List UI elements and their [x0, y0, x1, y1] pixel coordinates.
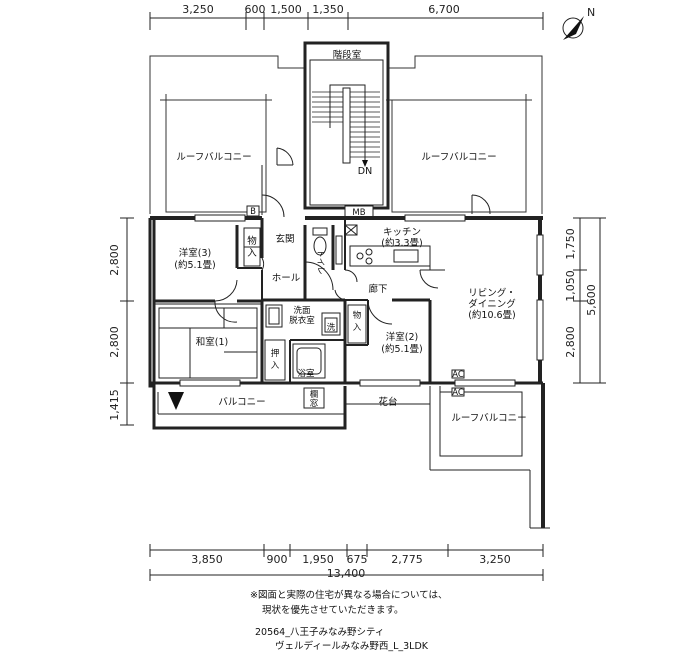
japanese-room-detail	[158, 307, 258, 379]
top-dim-5: 6,700	[428, 3, 460, 16]
top-dimension-line	[149, 12, 544, 30]
right-dim-1: 1,750	[564, 228, 577, 260]
label-b: B	[250, 207, 256, 217]
top-dim-2: 600	[245, 3, 266, 16]
label-roof-balcony-lower: ルーフバルコニー	[451, 413, 526, 424]
left-dim-1: 2,800	[108, 244, 121, 276]
label-hall: ホール	[272, 273, 301, 284]
compass-icon	[562, 16, 584, 40]
label-wash: 洗	[327, 322, 336, 333]
label-ac2: AC	[452, 388, 464, 398]
label-dn: DN	[358, 166, 372, 177]
label-japanese: 和室(1)	[196, 336, 228, 348]
label-western3-name: 洋室(3)	[179, 247, 211, 259]
left-dim-2: 2,800	[108, 326, 121, 358]
roof-balcony-lower	[430, 383, 550, 529]
label-window1: 欄	[310, 389, 319, 400]
ac-box-1	[451, 369, 465, 379]
label-kitchen-name: キッチン	[383, 227, 421, 238]
label-storage2b: 入	[353, 323, 362, 333]
caption-line1: 20564_八王子みなみ野シティ	[255, 627, 385, 638]
bottom-dim-4: 675	[347, 553, 368, 566]
label-balcony: バルコニー	[218, 397, 265, 408]
toilet-fixture	[304, 227, 343, 291]
roof-balcony-right	[386, 55, 543, 214]
roof-balcony-left	[149, 55, 305, 214]
label-western3-size: (約5.1畳)	[174, 259, 216, 271]
ac-box-2	[451, 387, 465, 397]
label-storage2: 物	[353, 310, 362, 321]
bottom-dim-1: 3,850	[191, 553, 223, 566]
label-kitchen-size: (約3.3畳)	[381, 237, 423, 249]
label-toilet: トイレ	[315, 249, 325, 275]
label-western2-size: (約5.1畳)	[381, 343, 423, 355]
bottom-dim-6: 3,250	[479, 553, 511, 566]
right-dim-total: 5,600	[585, 284, 598, 316]
lower-balcony	[152, 386, 431, 470]
label-living-name1: リビング・	[468, 287, 516, 299]
left-dim-3: 1,415	[108, 389, 121, 421]
label-roof-balcony-right: ルーフバルコニー	[421, 152, 496, 163]
top-dim-4: 1,350	[312, 3, 344, 16]
label-storage1b: 入	[247, 248, 257, 259]
label-western2-name: 洋室(2)	[386, 331, 418, 343]
label-ac1: AC	[452, 370, 464, 380]
label-roof-balcony-left: ルーフバルコニー	[176, 152, 251, 163]
bottom-dimension-line	[149, 544, 544, 581]
stair-arrow-icon	[362, 160, 368, 167]
right-dim-3: 2,800	[564, 326, 577, 358]
stairwell	[303, 41, 390, 210]
washroom-fixtures	[265, 304, 341, 379]
label-living-size: (約10.6畳)	[468, 309, 516, 321]
label-window2: 窓	[310, 398, 319, 409]
compass-label: N	[587, 6, 595, 19]
closets	[243, 227, 367, 381]
label-oshiire2: 入	[271, 361, 280, 371]
bottom-dim-total: 13,400	[327, 567, 366, 580]
label-stair: 階段室	[333, 49, 362, 61]
bottom-dim-5: 2,775	[391, 553, 423, 566]
label-corridor: 廊下	[368, 283, 387, 295]
label-washroom2: 脱衣室	[289, 315, 315, 326]
label-living-name2: ダイニング	[468, 298, 516, 310]
label-storage1: 物	[247, 235, 257, 247]
label-entrance: 玄関	[275, 233, 294, 245]
right-dimension-line	[573, 217, 606, 384]
top-dim-3: 1,500	[270, 3, 302, 16]
bottom-dim-2: 900	[267, 553, 288, 566]
note-line1: ※図面と実際の住宅が異なる場合については、	[250, 590, 448, 601]
note-line2: 現状を優先させていただきます。	[262, 605, 404, 616]
door-swings	[214, 257, 439, 325]
caption-line2: ヴェルディールみなみ野西_L_3LDK	[275, 641, 429, 652]
label-mb: MB	[352, 208, 365, 218]
kitchen-fixtures	[344, 224, 445, 271]
right-dim-2: 1,050	[564, 270, 577, 302]
windows	[179, 214, 544, 387]
label-bath: 浴室	[297, 368, 315, 379]
bottom-dim-3: 1,950	[302, 553, 334, 566]
label-oshiire1: 押	[271, 348, 280, 359]
window-box	[303, 387, 325, 409]
disclaimer-note: ※図面と実際の住宅が異なる場合については、 現状を優先させていただきます。	[250, 588, 448, 618]
top-dim-1: 3,250	[182, 3, 214, 16]
label-flower-bed: 花台	[378, 396, 397, 408]
balcony-triangle-icon	[168, 392, 184, 410]
left-dimension-line	[120, 217, 134, 426]
label-washroom1: 洗面	[293, 305, 311, 316]
entry-area	[261, 147, 491, 218]
property-caption: 20564_八王子みなみ野シティ ヴェルディールみなみ野西_L_3LDK	[255, 626, 428, 654]
